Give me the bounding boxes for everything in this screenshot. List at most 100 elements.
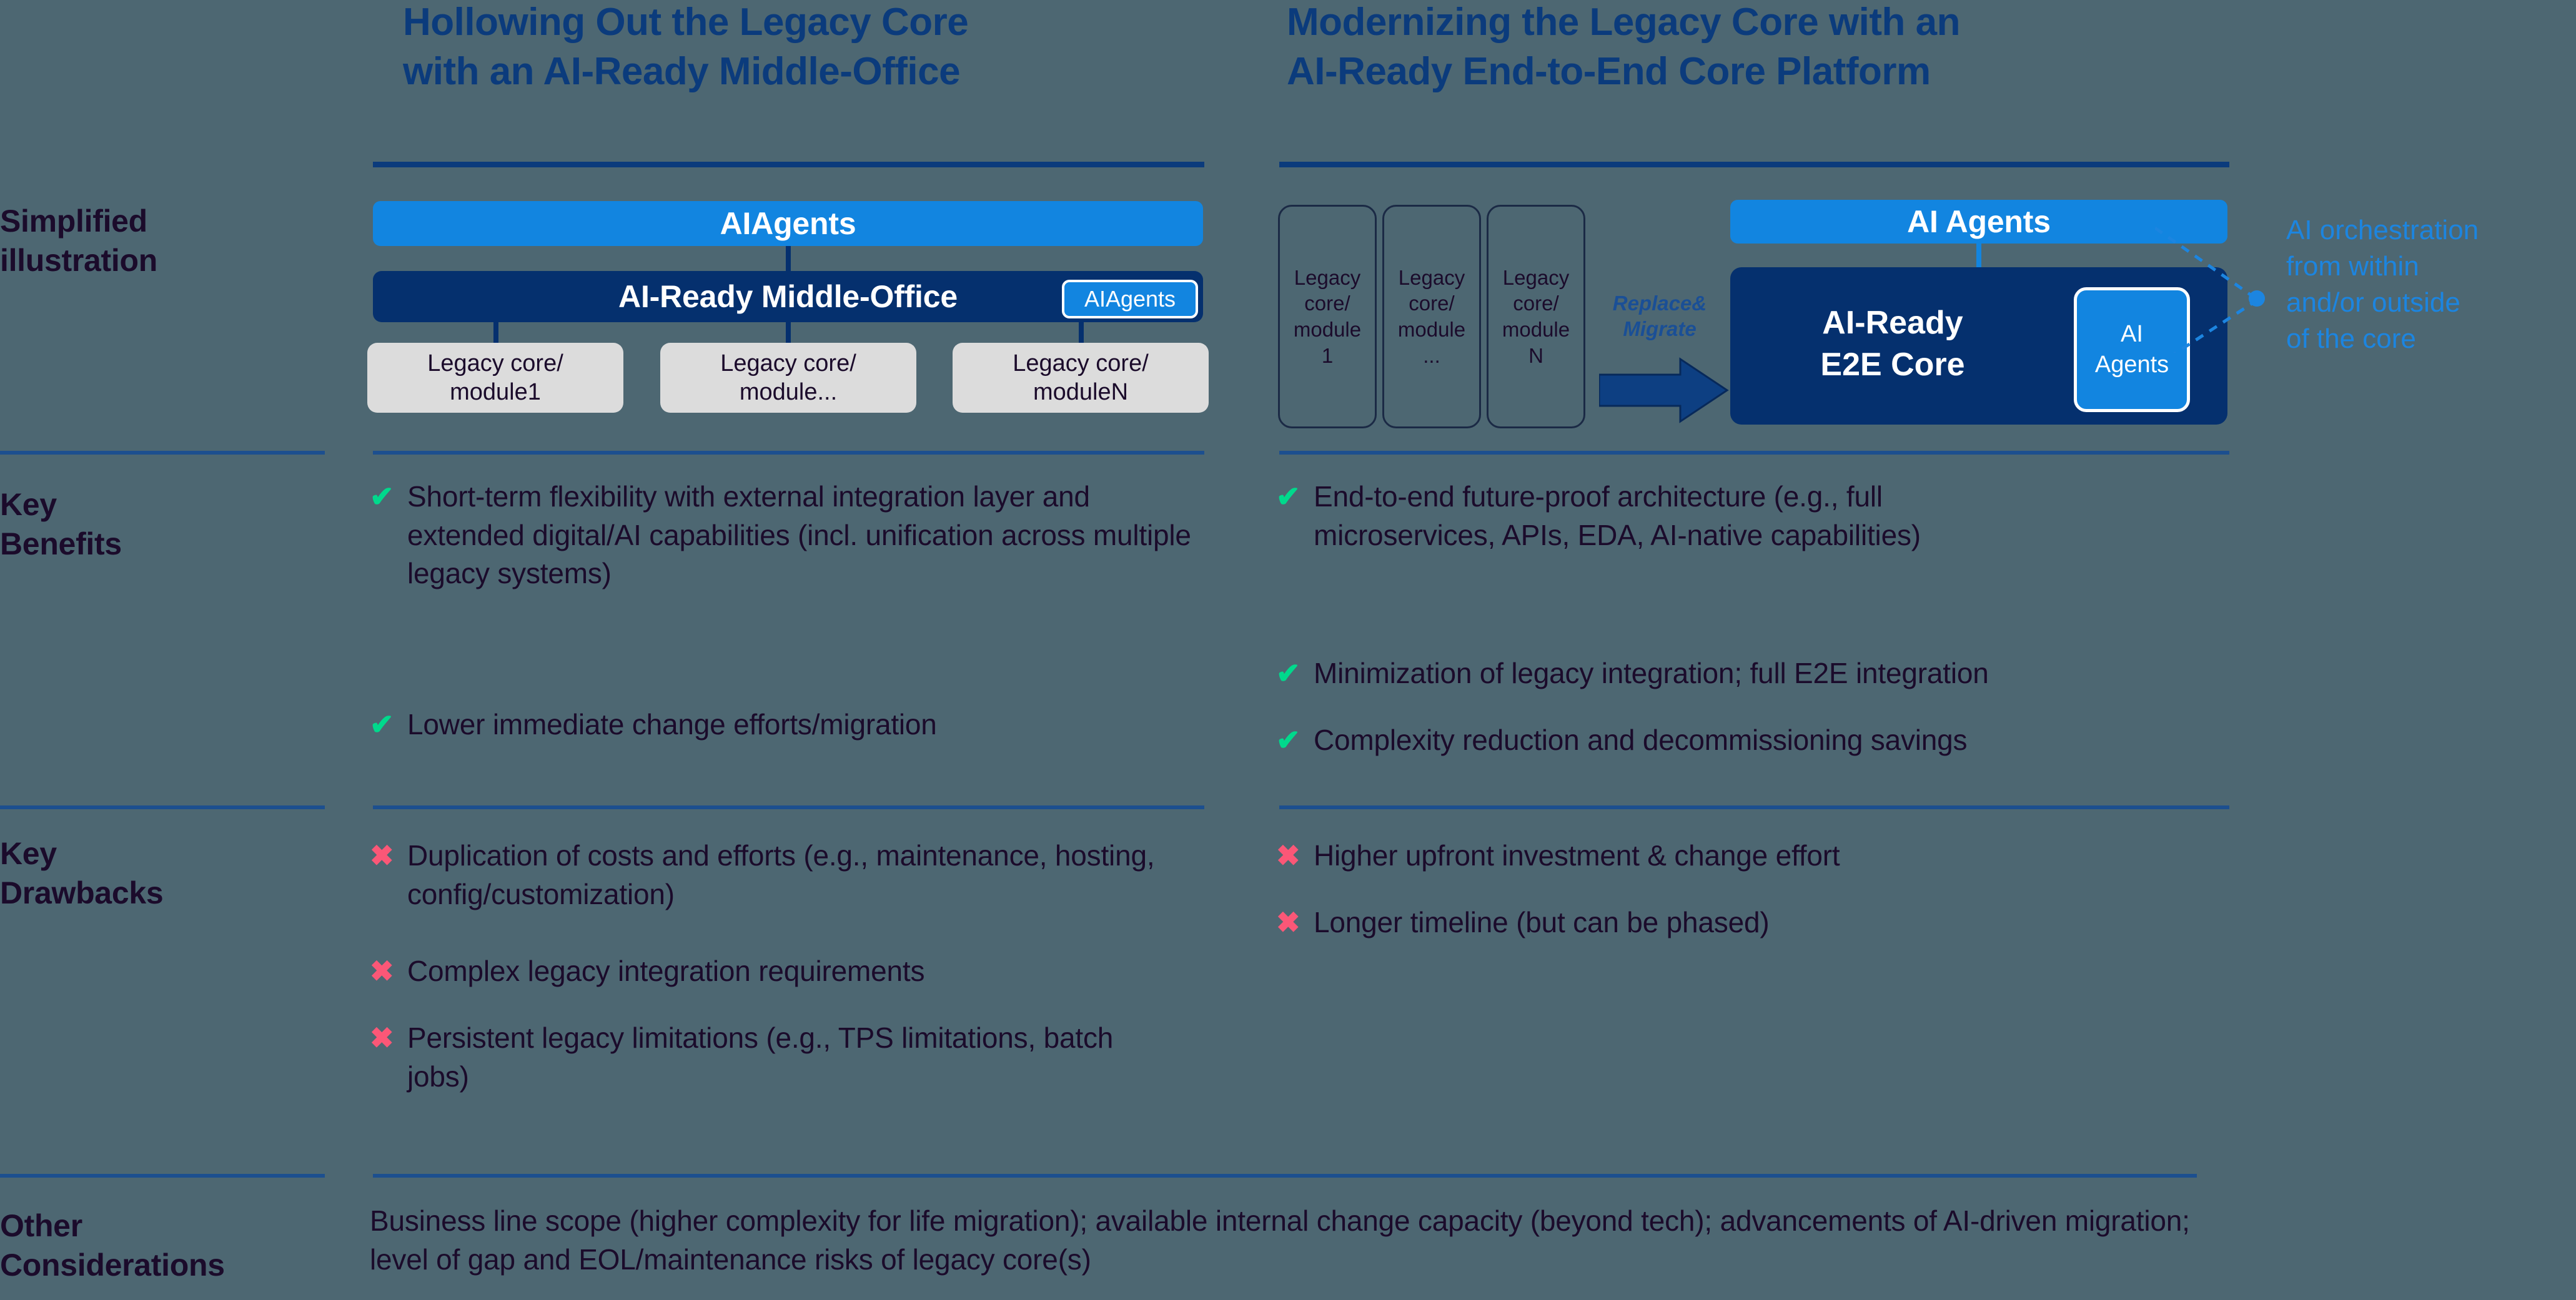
column-title-right-rule — [1279, 162, 2229, 167]
annotation-line1: AI orchestration — [2286, 215, 2479, 245]
legacy-box-line1: Legacy core/ — [1013, 350, 1149, 377]
core-badge-line2: Agents — [2094, 352, 2169, 378]
left-diagram-ai-agents-label: AIAgents — [720, 206, 856, 241]
row-divider-label-3 — [0, 1174, 325, 1178]
column-title-left-line1: Hollowing Out the Legacy Core — [403, 1, 969, 44]
benefit-left-2: ✔ Lower immediate change efforts/migrati… — [370, 706, 1207, 744]
cross-icon: ✖ — [370, 839, 394, 872]
legacy-box-line2: core/ — [1513, 292, 1559, 315]
left-diagram-middle-office-ai-agents-badge: AIAgents — [1062, 280, 1198, 318]
right-diagram-legacy-box-1: Legacy core/ module 1 — [1278, 205, 1377, 428]
benefit-text: Complexity reduction and decommissioning… — [1314, 724, 1968, 756]
check-icon: ✔ — [1276, 480, 1300, 513]
column-title-left-rule — [373, 162, 1204, 167]
drawback-text: Duplication of costs and efforts (e.g., … — [407, 839, 1155, 910]
legacy-box-line1: Legacy core/ — [427, 350, 563, 377]
left-diagram-connector-module1 — [493, 322, 498, 343]
legacy-box-line2: core/ — [1304, 292, 1350, 315]
right-diagram-replace-migrate-label: Replace& Migrate — [1594, 290, 1725, 342]
row-label-line1: Simplified — [0, 204, 147, 239]
benefit-right-2: ✔ Minimization of legacy integration; fu… — [1276, 654, 2232, 693]
right-diagram-core-title: AI-Ready E2E Core — [1749, 302, 2036, 385]
cross-icon: ✖ — [370, 1022, 394, 1054]
other-considerations-text: Business line scope (higher complexity f… — [370, 1204, 2190, 1276]
left-diagram-legacy-box-3: Legacy core/ moduleN — [953, 343, 1209, 413]
right-diagram-ai-agents-bar: AI Agents — [1730, 200, 2227, 244]
check-icon: ✔ — [1276, 724, 1300, 756]
legacy-box-line3: module — [1293, 318, 1362, 341]
benefit-left-1: ✔ Short-term flexibility with external i… — [370, 478, 1207, 593]
left-diagram-middle-office-label: AI-Ready Middle-Office — [618, 279, 958, 314]
right-diagram-annotation: AI orchestration from within and/or outs… — [2286, 212, 2576, 357]
benefit-right-3: ✔ Complexity reduction and decommissioni… — [1276, 721, 2232, 760]
column-title-right-line2: AI-Ready End-to-End Core Platform — [1287, 50, 1931, 94]
left-diagram-connector-module2 — [786, 322, 791, 343]
drawback-text: Higher upfront investment & change effor… — [1314, 839, 1840, 872]
left-diagram-ai-agents-bar: AIAgents — [373, 201, 1203, 246]
benefit-right-1: ✔ End-to-end future-proof architecture (… — [1276, 478, 2063, 554]
right-diagram-legacy-box-2: Legacy core/ module ... — [1382, 205, 1481, 428]
row-label-line1: Other — [0, 1208, 82, 1243]
legacy-box-line2: moduleN — [1033, 379, 1129, 405]
annotation-line3: and/or outside — [2286, 287, 2460, 318]
row-divider-left-2 — [373, 805, 1204, 809]
row-divider-right-2 — [1279, 805, 2229, 809]
annotation-line2: from within — [2286, 251, 2419, 282]
row-label-line2: Drawbacks — [0, 875, 164, 910]
legacy-box-line2: core/ — [1409, 292, 1455, 315]
row-label-key-drawbacks: Key Drawbacks — [0, 834, 325, 913]
right-diagram-ai-agents-label: AI Agents — [1907, 204, 2051, 239]
left-diagram-badge-label: AIAgents — [1084, 286, 1176, 312]
legacy-box-line1: Legacy — [1294, 265, 1361, 289]
annotation-line4: of the core — [2286, 323, 2416, 355]
benefit-text: Lower immediate change efforts/migration — [407, 708, 937, 741]
row-label-simplified-illustration: Simplified illustration — [0, 202, 325, 280]
column-title-right-line1: Modernizing the Legacy Core with an — [1287, 1, 1960, 44]
right-diagram-core-ai-agents-badge: AI Agents — [2074, 287, 2190, 412]
legacy-box-line4: 1 — [1321, 343, 1334, 367]
left-diagram-legacy-box-2: Legacy core/ module... — [660, 343, 916, 413]
column-title-left: Hollowing Out the Legacy Core with an AI… — [403, 0, 1221, 97]
row-label-line2: Considerations — [0, 1248, 225, 1283]
row-divider-label-1 — [0, 451, 325, 455]
benefit-text: Short-term flexibility with external int… — [407, 480, 1191, 590]
cross-icon: ✖ — [1276, 839, 1300, 872]
annotation-leader-lines-icon — [2155, 226, 2256, 353]
legacy-box-line2: module1 — [450, 379, 541, 405]
core-title-line1: AI-Ready — [1822, 305, 1963, 341]
legacy-box-line2: module... — [739, 379, 838, 405]
left-diagram-connector-top — [786, 246, 791, 271]
check-icon: ✔ — [370, 708, 394, 741]
drawback-text: Persistent legacy limitations (e.g., TPS… — [407, 1022, 1114, 1093]
annotation-dot-icon — [2249, 290, 2265, 307]
row-label-line2: Benefits — [0, 526, 122, 561]
legacy-box-line3: module — [1397, 318, 1466, 341]
check-icon: ✔ — [370, 480, 394, 513]
legacy-box-line1: Legacy — [1398, 265, 1465, 289]
row-divider-bottom — [373, 1174, 2197, 1178]
cross-icon: ✖ — [370, 955, 394, 987]
core-badge-line1: AI — [2121, 320, 2143, 347]
cross-icon: ✖ — [1276, 906, 1300, 938]
benefit-text: Minimization of legacy integration; full… — [1314, 657, 1989, 689]
left-diagram-connector-module3 — [1079, 322, 1084, 343]
row-label-line1: Key — [0, 836, 57, 871]
core-title-line2: E2E Core — [1820, 346, 1965, 383]
row-divider-left-1 — [373, 451, 1204, 455]
drawback-left-2: ✖ Complex legacy integration requirement… — [370, 952, 1210, 991]
right-diagram-legacy-box-3: Legacy core/ module N — [1487, 205, 1585, 428]
replace-migrate-arrow-icon — [1599, 357, 1729, 423]
left-diagram-legacy-box-1: Legacy core/ module1 — [367, 343, 623, 413]
legacy-box-line3: module — [1502, 318, 1570, 341]
column-title-left-line2: with an AI-Ready Middle-Office — [403, 50, 961, 94]
drawback-text: Complex legacy integration requirements — [407, 955, 925, 987]
drawback-right-2: ✖ Longer timeline (but can be phased) — [1276, 904, 2213, 942]
column-title-right: Modernizing the Legacy Core with an AI-R… — [1287, 0, 2242, 97]
right-diagram-connector-top — [1976, 244, 1981, 268]
row-label-other-considerations: Other Considerations — [0, 1206, 350, 1285]
drawback-left-1: ✖ Duplication of costs and efforts (e.g.… — [370, 837, 1210, 913]
row-divider-right-1 — [1279, 451, 2229, 455]
benefit-text: End-to-end future-proof architecture (e.… — [1314, 480, 1921, 551]
row-label-line2: illustration — [0, 243, 157, 278]
